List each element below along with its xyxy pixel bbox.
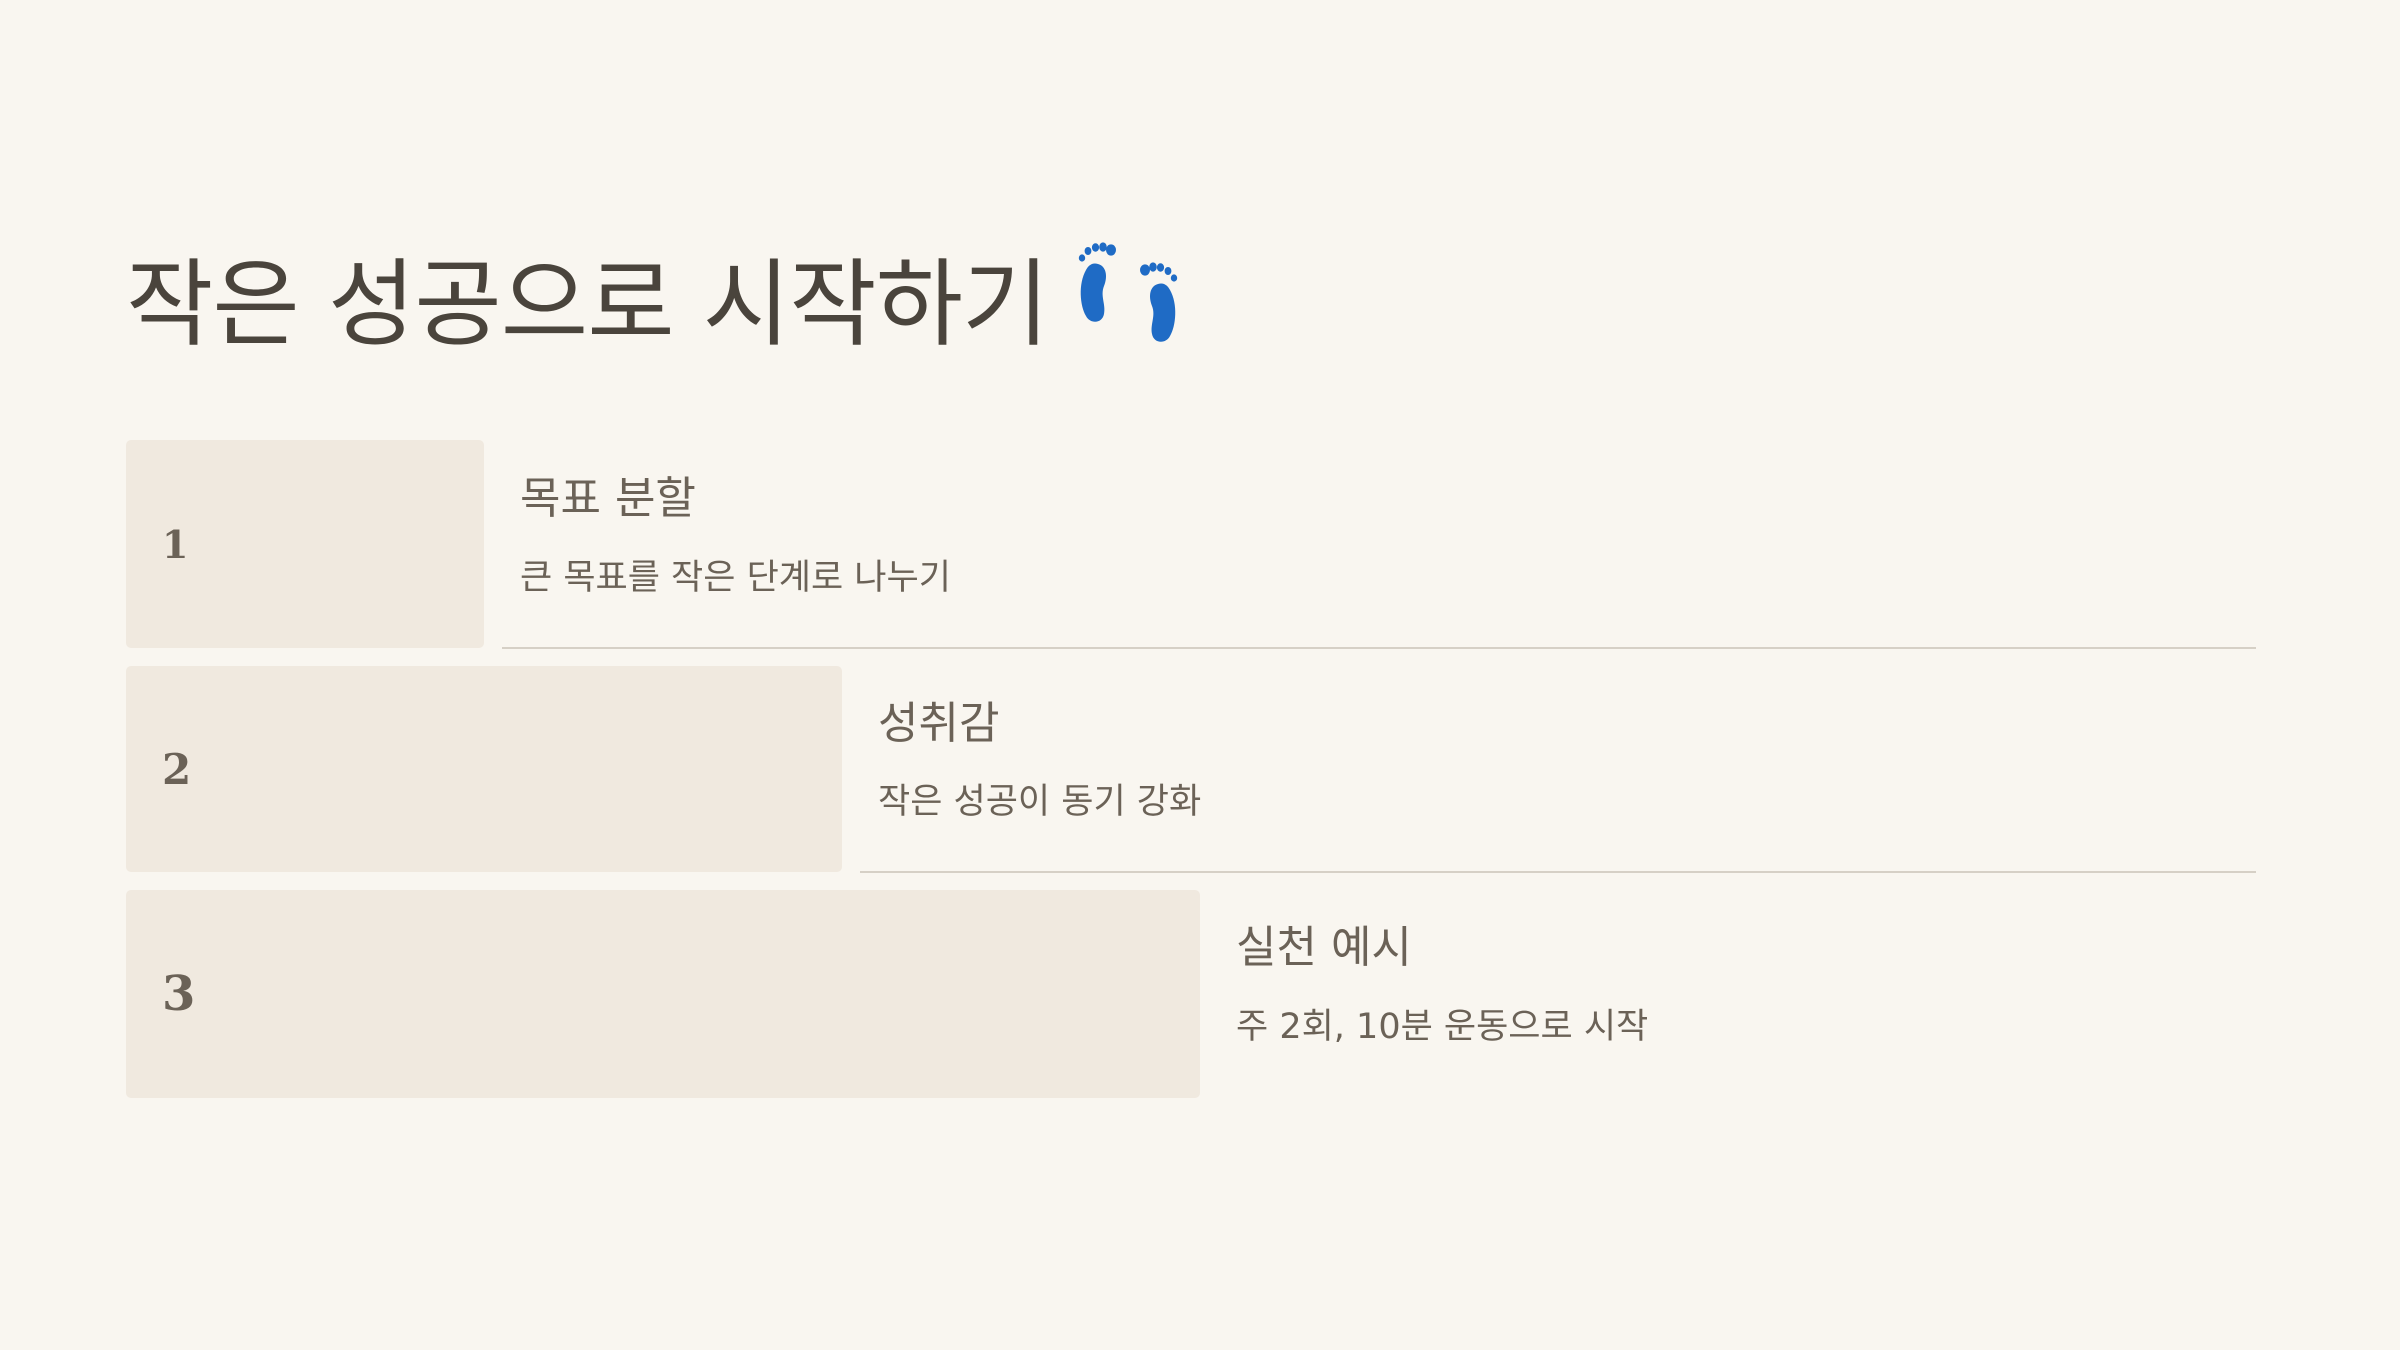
step-1-heading: 목표 분할	[520, 473, 696, 524]
step-1-number: 1	[162, 521, 189, 567]
slide-title: 작은 성공으로 시작하기	[126, 249, 1049, 360]
step-1-divider	[502, 647, 2256, 649]
slide-title-row: 작은 성공으로 시작하기	[126, 236, 1184, 360]
step-3-box: 3	[126, 890, 1200, 1098]
step-3-description: 주 2회, 10분 운동으로 시작	[1236, 1007, 1649, 1047]
step-2-divider	[860, 871, 2256, 873]
step-2-heading: 성취감	[878, 698, 1000, 749]
step-1-box: 1	[126, 440, 484, 648]
step-1-description: 큰 목표를 작은 단계로 나누기	[520, 558, 951, 598]
footprints-icon	[1079, 242, 1178, 342]
step-2-box: 2	[126, 666, 842, 872]
step-3-heading: 실천 예시	[1236, 922, 1412, 973]
step-2-number: 2	[162, 744, 192, 794]
step-3-number: 3	[162, 966, 196, 1022]
step-2-description: 작은 성공이 동기 강화	[878, 782, 1202, 822]
